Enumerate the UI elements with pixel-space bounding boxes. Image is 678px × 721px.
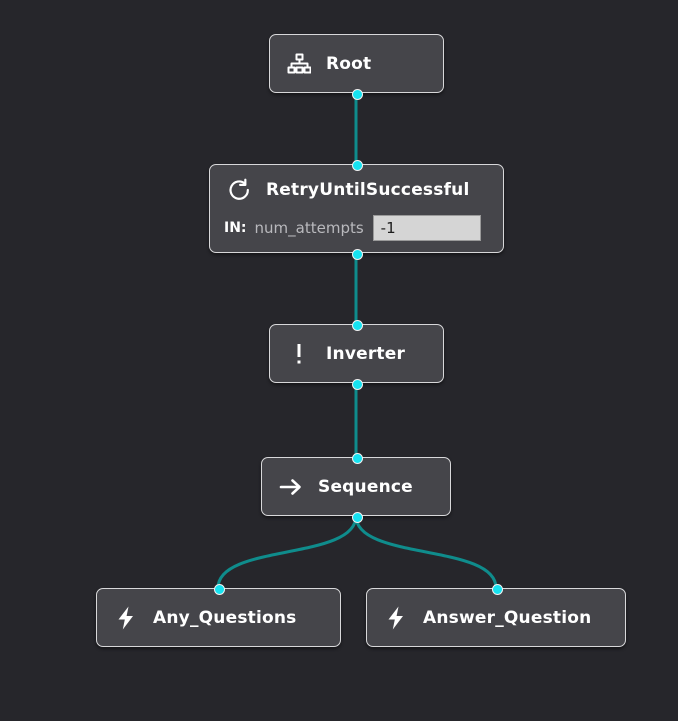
- param-key-label: num_attempts: [254, 219, 364, 237]
- param-direction-label: IN:: [224, 220, 247, 236]
- node-label: RetryUntilSuccessful: [266, 180, 470, 200]
- node-header: Answer_Question: [367, 589, 625, 646]
- bt-node-any_questions[interactable]: Any_Questions: [96, 583, 341, 647]
- arrow-right-icon: [278, 474, 304, 500]
- node-handle-top[interactable]: [214, 583, 225, 595]
- exclamation-icon: [286, 341, 312, 367]
- node-header: Sequence: [262, 458, 450, 515]
- node-header: RetryUntilSuccessful: [210, 165, 503, 211]
- bt-node-sequence[interactable]: Sequence: [261, 452, 451, 523]
- node-header: Root: [270, 35, 443, 92]
- node-handle-bottom[interactable]: [351, 511, 363, 523]
- bt-node-inverter[interactable]: Inverter: [269, 319, 444, 390]
- edge-sequence-to-answer[interactable]: [354, 515, 498, 589]
- retry-icon: [226, 177, 252, 203]
- node-handle-top[interactable]: [351, 452, 363, 464]
- node-label: Sequence: [318, 476, 413, 497]
- lightning-icon: [113, 605, 139, 631]
- node-handle-bottom[interactable]: [352, 88, 363, 100]
- param-value-input[interactable]: -1: [372, 215, 481, 241]
- node-label: Any_Questions: [153, 607, 297, 628]
- node-label: Answer_Question: [423, 607, 592, 628]
- node-label: Inverter: [326, 343, 406, 364]
- node-handle-top[interactable]: [352, 319, 363, 331]
- node-header: Any_Questions: [97, 589, 340, 646]
- node-handle-bottom[interactable]: [352, 248, 363, 260]
- edge-sequence-to-any[interactable]: [216, 515, 358, 589]
- bt-node-root[interactable]: Root: [269, 34, 444, 100]
- sitemap-icon: [286, 51, 312, 77]
- node-handle-bottom[interactable]: [352, 378, 363, 390]
- lightning-icon: [383, 605, 409, 631]
- node-handle-top[interactable]: [491, 583, 503, 595]
- bt-node-answer_question[interactable]: Answer_Question: [366, 583, 626, 647]
- node-handle-top[interactable]: [352, 159, 363, 171]
- node-label: Root: [326, 53, 372, 74]
- node-param-row: IN: num_attempts -1: [210, 211, 503, 245]
- node-header: Inverter: [270, 325, 443, 382]
